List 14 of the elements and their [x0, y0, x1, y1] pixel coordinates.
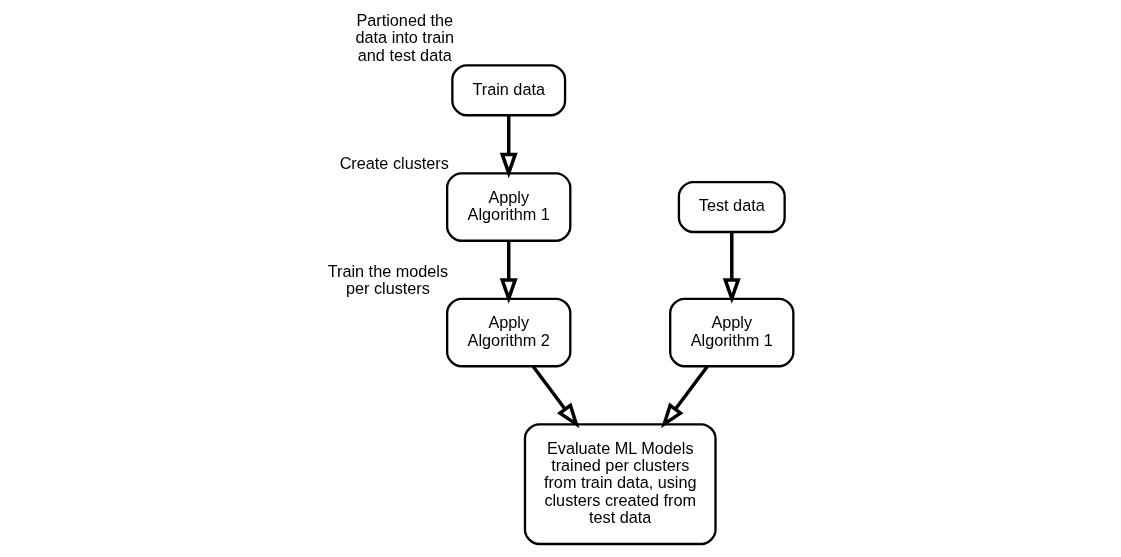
node-box: Test data: [677, 180, 786, 234]
arrow: [660, 365, 709, 429]
arrow: [722, 232, 741, 304]
node-box: Evaluate ML Models trained per clusters from train data, using clusters created from test data: [523, 423, 717, 546]
node-label: Partioned the data into train and test data: [355, 11, 454, 64]
node-box: Apply Algorithm 1: [668, 297, 794, 368]
arrow: [531, 365, 579, 429]
node-box: Apply Algorithm 2: [445, 297, 571, 368]
node-box: Apply Algorithm 1: [445, 172, 571, 242]
arrow: [499, 115, 518, 179]
node-label: Train the models per clusters: [327, 261, 448, 298]
node-label: Create clusters: [339, 153, 449, 172]
node-box: Train data: [450, 64, 566, 117]
arrow: [499, 240, 518, 304]
